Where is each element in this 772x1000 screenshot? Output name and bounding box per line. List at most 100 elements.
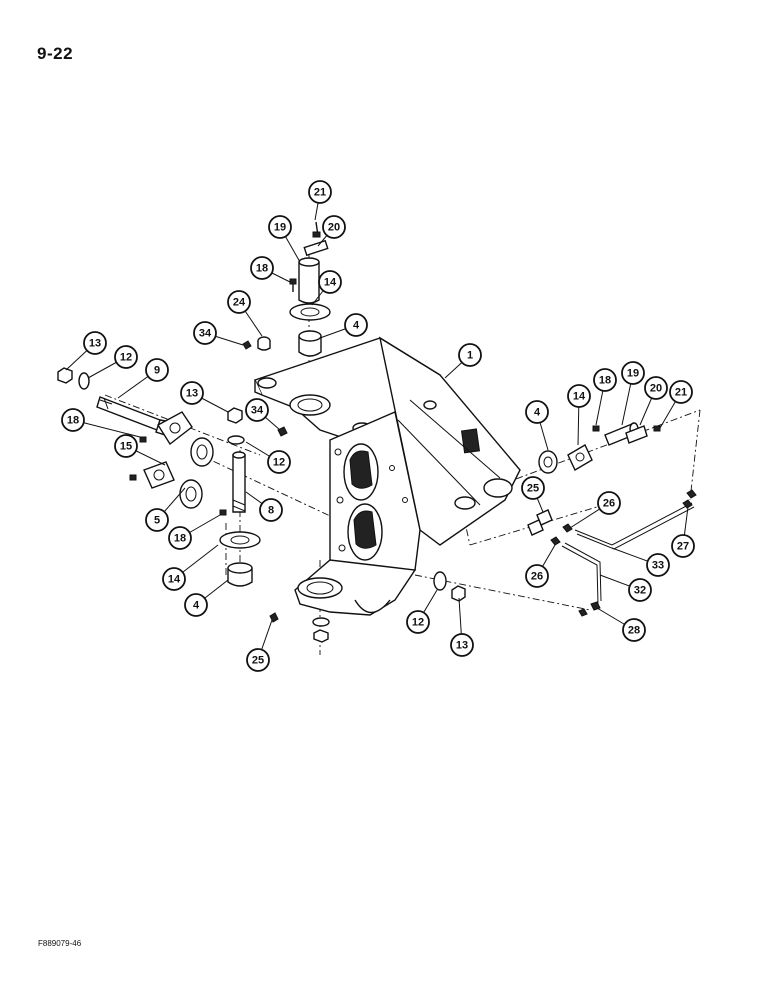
callout-label: 26 xyxy=(603,498,615,510)
callout-4: 4 xyxy=(184,579,229,617)
callout-label: 9 xyxy=(154,365,160,377)
callout-circle xyxy=(61,408,85,432)
callout-circle xyxy=(597,491,621,515)
callout-label: 15 xyxy=(120,441,132,453)
callout-label: 21 xyxy=(675,387,687,399)
callout-9: 9 xyxy=(117,358,169,399)
callout-25: 25 xyxy=(246,619,273,672)
callout-circle xyxy=(567,384,591,408)
callout-1: 1 xyxy=(444,343,482,379)
callout-label: 13 xyxy=(89,338,101,350)
callout-34: 34 xyxy=(245,398,281,431)
callout-circle xyxy=(227,290,251,314)
callout-18: 18 xyxy=(168,514,221,550)
callout-14: 14 xyxy=(162,544,219,591)
callout-label: 25 xyxy=(252,655,264,667)
callout-circle xyxy=(268,215,292,239)
callout-circle xyxy=(450,633,474,657)
callout-label: 18 xyxy=(67,415,79,427)
callout-21: 21 xyxy=(659,380,693,429)
callout-circle xyxy=(644,376,668,400)
callout-circle xyxy=(145,508,169,532)
callout-19: 19 xyxy=(268,215,301,263)
callout-14: 14 xyxy=(311,270,342,306)
callout-20: 20 xyxy=(317,215,346,247)
callout-label: 14 xyxy=(168,574,181,586)
callout-label: 20 xyxy=(328,222,340,234)
callout-circle xyxy=(406,610,430,634)
callout-circle xyxy=(145,358,169,382)
callout-circle xyxy=(344,313,368,337)
callout-label: 8 xyxy=(268,505,274,517)
callout-label: 32 xyxy=(634,585,646,597)
upper-pivot-components xyxy=(242,221,331,437)
callout-circle xyxy=(322,215,346,239)
callout-circle xyxy=(669,380,693,404)
callout-label: 18 xyxy=(174,533,186,545)
callout-label: 24 xyxy=(233,297,246,309)
callout-label: 13 xyxy=(186,388,198,400)
callout-circle xyxy=(593,368,617,392)
callout-circle xyxy=(180,381,204,405)
callout-label: 14 xyxy=(324,277,337,289)
callout-24: 24 xyxy=(227,290,263,337)
callout-label: 4 xyxy=(193,600,200,612)
callout-label: 12 xyxy=(412,617,424,629)
callout-circle xyxy=(521,476,545,500)
callout-20: 20 xyxy=(639,376,668,426)
callout-circle xyxy=(308,180,332,204)
callout-26: 26 xyxy=(569,491,621,529)
callout-13: 13 xyxy=(450,597,474,657)
callout-group: 21 19 20 18 14 24 34 4 1 13 12 9 13 34 18 15 12 5 8 18 14 4 4 1… xyxy=(61,180,695,672)
callout-circle xyxy=(259,498,283,522)
callout-15: 15 xyxy=(114,434,166,466)
callout-18: 18 xyxy=(250,256,291,283)
callout-circle xyxy=(621,361,645,385)
callout-25: 25 xyxy=(521,476,545,513)
callout-circle xyxy=(184,593,208,617)
callout-circle xyxy=(671,534,695,558)
right-pivot-components xyxy=(538,422,661,474)
callout-circle xyxy=(245,398,269,422)
callout-label: 33 xyxy=(652,560,664,572)
left-pivot-components xyxy=(57,367,261,587)
callout-12: 12 xyxy=(406,589,438,634)
callout-8: 8 xyxy=(245,491,283,522)
callout-label: 12 xyxy=(120,352,132,364)
callout-label: 25 xyxy=(527,483,539,495)
callout-circle xyxy=(318,270,342,294)
callout-12: 12 xyxy=(245,441,291,474)
callout-circle xyxy=(162,567,186,591)
callout-4: 4 xyxy=(319,313,368,339)
callout-label: 28 xyxy=(628,625,640,637)
callout-label: 1 xyxy=(467,350,473,362)
callout-circle xyxy=(525,400,549,424)
callout-circle xyxy=(525,564,549,588)
callout-26: 26 xyxy=(525,544,556,588)
callout-18: 18 xyxy=(593,368,617,426)
callout-circle xyxy=(622,618,646,642)
callout-label: 20 xyxy=(650,383,662,395)
callout-14: 14 xyxy=(567,384,591,446)
callout-34: 34 xyxy=(193,321,244,346)
callout-circle xyxy=(193,321,217,345)
callout-label: 13 xyxy=(456,640,468,652)
callout-label: 5 xyxy=(154,515,160,527)
lube-lines xyxy=(527,489,697,617)
callout-label: 19 xyxy=(274,222,286,234)
callout-21: 21 xyxy=(308,180,332,221)
callout-label: 21 xyxy=(314,187,326,199)
lower-center-components xyxy=(269,571,466,643)
callout-33: 33 xyxy=(611,547,670,577)
callout-label: 14 xyxy=(573,391,586,403)
callout-18: 18 xyxy=(61,408,141,438)
callout-13: 13 xyxy=(180,381,229,413)
callout-circle xyxy=(250,256,274,280)
page-number: 9-22 xyxy=(37,44,74,63)
callout-circle xyxy=(114,345,138,369)
callout-28: 28 xyxy=(596,607,646,642)
callout-label: 4 xyxy=(534,407,541,419)
callout-circle xyxy=(267,450,291,474)
callout-label: 12 xyxy=(273,457,285,469)
callout-label: 34 xyxy=(199,328,212,340)
